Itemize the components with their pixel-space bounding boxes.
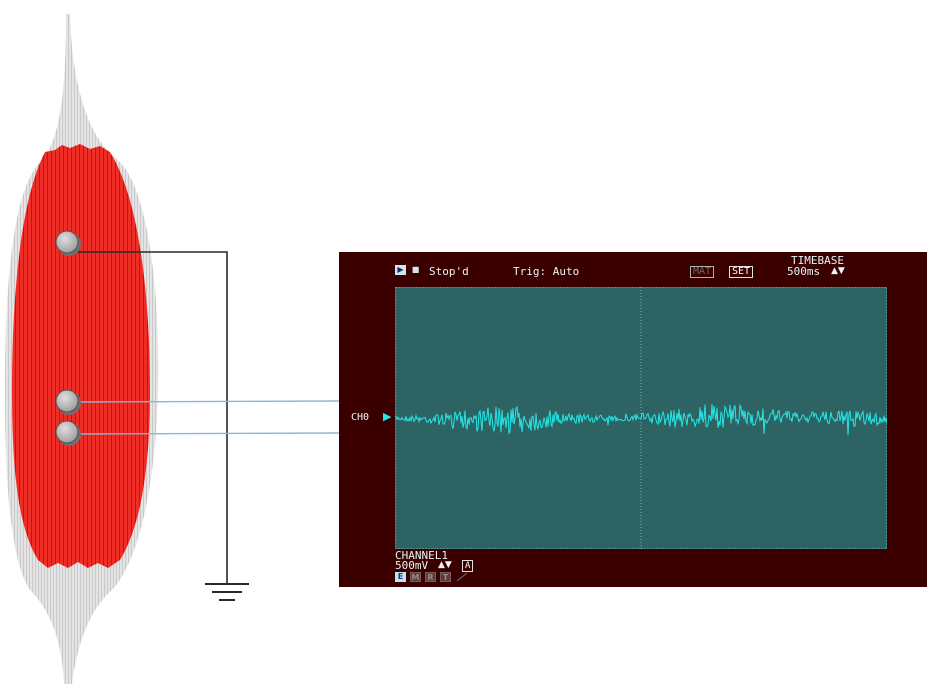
ground-wire — [72, 251, 228, 584]
run-status: Stop'd — [429, 265, 469, 278]
coupling-button[interactable]: A — [462, 560, 474, 572]
recording-electrode-2 — [55, 420, 81, 446]
channel-button-e[interactable]: E — [395, 572, 406, 582]
channel-button-t[interactable]: T — [440, 572, 451, 582]
play-icon[interactable]: ▶ — [395, 265, 406, 275]
trigger-mode: Trig: Auto — [513, 265, 580, 278]
muscle-belly — [12, 144, 150, 568]
timebase-value: 500ms — [787, 265, 821, 278]
scale-adjust-icon[interactable]: ▲▼ — [438, 560, 452, 570]
channel-button-r[interactable]: R — [425, 572, 436, 582]
channel-marker: CH0 — [351, 412, 370, 423]
set-button[interactable]: SET — [729, 266, 754, 278]
recording-electrode-1 — [55, 389, 81, 415]
channel-button-m[interactable]: M — [410, 572, 421, 582]
probe-icon — [456, 572, 468, 582]
ground-symbol — [205, 583, 249, 601]
lead-wire-2 — [71, 432, 340, 435]
channel-scale: 500mV — [395, 559, 429, 572]
ground-electrode — [55, 230, 81, 256]
emg-trace — [394, 403, 888, 436]
oscilloscope: ▶ ■ Stop'd Trig: Auto MAT SET TIMEBASE 5… — [339, 252, 927, 587]
scope-screen — [394, 287, 888, 549]
timebase-adjust-icon[interactable]: ▲▼ — [831, 266, 845, 276]
waveform-plot — [394, 287, 888, 549]
timebase-title: TIMEBASE — [791, 254, 844, 267]
mat-button[interactable]: MAT — [690, 266, 715, 278]
stop-icon[interactable]: ■ — [410, 265, 421, 275]
lead-wire-1 — [71, 400, 340, 403]
channel-title: CHANNEL1 — [395, 549, 448, 562]
channel-marker-arrow-icon: ▶ — [383, 410, 392, 423]
